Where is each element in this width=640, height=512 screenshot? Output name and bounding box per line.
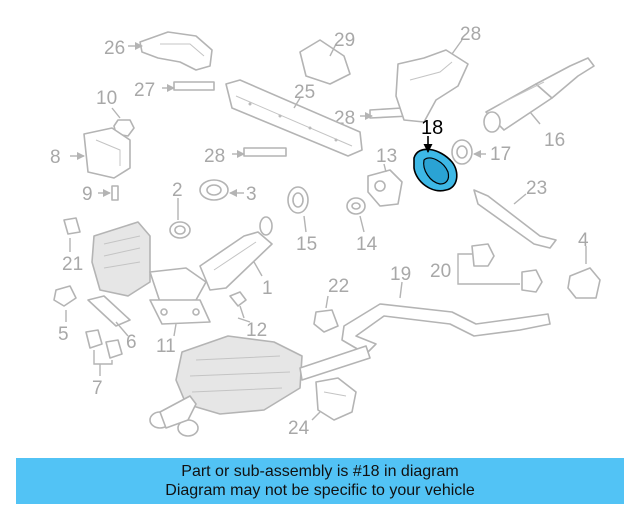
banner-line-1: Part or sub-assembly is #18 in diagram (181, 463, 459, 480)
rear-muffler (149, 335, 371, 437)
callout-14: 14 (356, 234, 378, 255)
part-3-gasket (199, 179, 244, 201)
callout-3: 3 (246, 184, 257, 205)
callout-25: 25 (294, 82, 315, 103)
callout-13: 13 (376, 146, 397, 167)
part-16-catalytic-converter (483, 57, 595, 133)
part-19-exhaust-pipe (341, 281, 551, 355)
part-7-bolts (85, 329, 123, 376)
callout-26: 26 (104, 38, 125, 59)
part-29-shield (299, 39, 351, 85)
exhaust-parts-diagram: 26 27 28 28 29 28 25 10 (50, 24, 601, 439)
part-21-hangers (457, 243, 543, 293)
part-12-bolt (229, 291, 251, 323)
callout-8: 8 (50, 147, 61, 168)
callout-24: 24 (288, 418, 310, 439)
part-6-gasket-plate (87, 295, 131, 337)
callout-12: 12 (246, 320, 267, 341)
callout-11: 11 (156, 336, 176, 357)
part-8-mount (70, 127, 131, 179)
callout-17: 17 (490, 144, 511, 165)
part-11-flange (149, 299, 211, 337)
part-4-nut (63, 217, 81, 252)
callout-6: 6 (126, 332, 137, 353)
callout-5: 5 (58, 324, 69, 345)
part-23-bracket (473, 189, 557, 249)
part-14-clamp (346, 197, 366, 233)
callout-29: 29 (334, 30, 355, 51)
part-17-gasket (451, 139, 486, 165)
banner-line-2: Diagram may not be specific to your vehi… (165, 482, 475, 499)
part-24-bracket (311, 377, 357, 421)
callout-2: 2 (172, 180, 183, 201)
part-26-heat-shield (128, 31, 213, 71)
part-25-heat-shield (225, 79, 363, 157)
callout-22: 22 (328, 276, 349, 297)
part-20-hanger (567, 246, 601, 299)
part-15-gasket (287, 186, 309, 233)
callout-9: 9 (82, 184, 93, 205)
part-2-gasket (169, 198, 191, 239)
part-28-strip-c (232, 147, 287, 158)
callout-21: 20 (430, 261, 451, 282)
part-18-highlighted-clamp (413, 136, 458, 192)
callout-28-a: 27 (134, 80, 155, 101)
callout-20: 4 (578, 230, 589, 251)
callout-15: 15 (296, 234, 317, 255)
part-22-hanger (313, 295, 339, 333)
callout-10: 10 (96, 88, 117, 109)
part-13-clamp (367, 163, 403, 207)
part-27-shield (395, 39, 469, 123)
part-5-nut (53, 285, 77, 322)
callout-28-c: 28 (204, 146, 225, 167)
callout-19: 19 (390, 264, 411, 285)
part-1-converter (199, 216, 273, 291)
callout-23: 23 (526, 178, 547, 199)
exhaust-manifold (91, 221, 207, 303)
callout-18: 18 (421, 117, 443, 139)
part-9-stud (98, 185, 119, 201)
info-banner: Part or sub-assembly is #18 in diagram D… (16, 458, 624, 504)
part-28-strip-a (162, 81, 215, 92)
callout-1: 1 (262, 278, 273, 299)
callout-16: 16 (544, 130, 565, 151)
callout-7: 7 (92, 378, 103, 399)
callout-27: 28 (460, 24, 481, 45)
callout-4: 21 (62, 254, 83, 275)
